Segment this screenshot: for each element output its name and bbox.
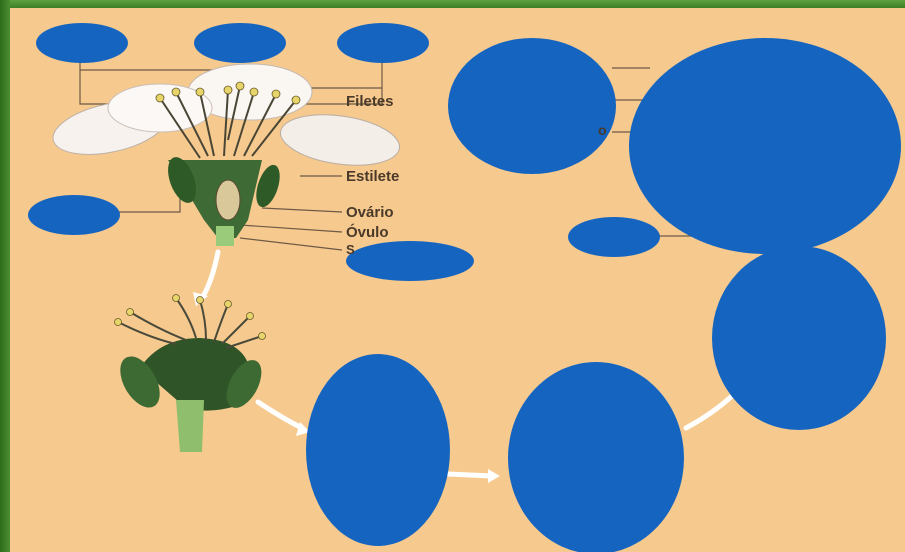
mask-right-upper-large xyxy=(629,38,901,254)
mask-right-lower xyxy=(712,246,886,430)
mask-bottom-left xyxy=(306,354,450,546)
arrow-flower-to-wilt xyxy=(202,252,218,298)
arrow-fruit-to-seed xyxy=(448,474,492,476)
mask-bottom-right xyxy=(508,362,684,552)
label-ovulo: Óvulo xyxy=(346,224,389,241)
label-ovario: Ovário xyxy=(346,204,394,221)
arrow-seed-to-plant xyxy=(686,396,732,428)
leader-line-left xyxy=(118,190,180,212)
mask-left xyxy=(28,195,120,235)
arrowhead-3 xyxy=(488,469,500,483)
wilted-flower-illustration xyxy=(112,295,268,453)
mask-top-left xyxy=(36,23,128,63)
leader-line-ovario xyxy=(262,208,342,212)
mask-top-middle xyxy=(194,23,286,63)
label-estilete: Estilete xyxy=(346,168,399,185)
leader-line-s xyxy=(240,238,342,250)
label-partial-s: S xyxy=(346,242,355,257)
leader-line-top-right xyxy=(300,62,382,88)
mask-below-ovulo xyxy=(346,241,474,281)
arrow-wilt-to-fruit xyxy=(258,402,302,428)
label-partial-o: o xyxy=(598,122,607,138)
leader-line-ovulo xyxy=(240,225,342,232)
mask-right-upper-left xyxy=(448,38,616,174)
mask-top-right xyxy=(337,23,429,63)
label-filetes: Filetes xyxy=(346,93,394,110)
mask-right-small xyxy=(568,217,660,257)
